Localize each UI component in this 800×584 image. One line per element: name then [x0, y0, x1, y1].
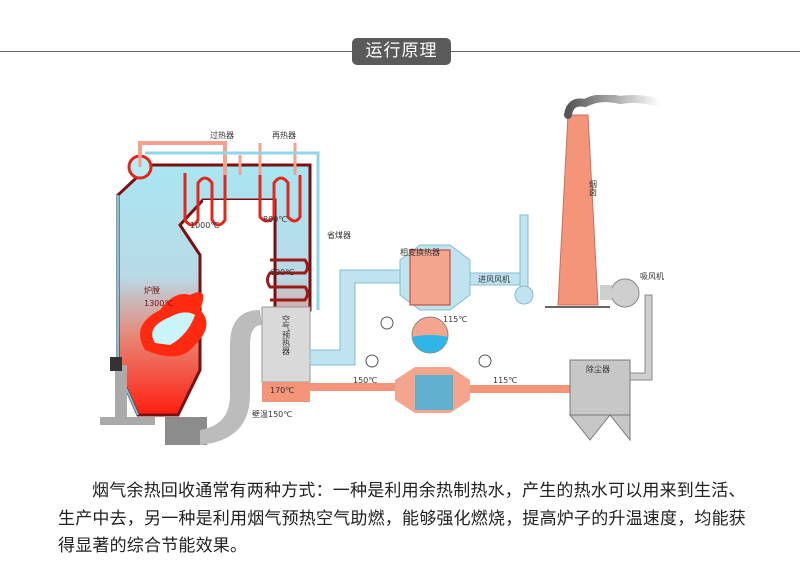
water-return-pipe — [145, 151, 320, 310]
label-wall-temp: 壁温150℃ — [252, 409, 292, 419]
burner-base — [100, 417, 155, 425]
label-furnace-temp: 1300℃ — [144, 299, 173, 308]
economizer-coil — [266, 258, 309, 302]
gray-flue-duct — [200, 310, 262, 445]
inlet-fan-duct — [519, 214, 529, 291]
exhaust-duct — [629, 294, 653, 381]
label-economizer: 省煤器 — [327, 230, 351, 240]
label-induced-fan: 吸风机 — [640, 271, 664, 281]
label-furnace: 炉膛 — [144, 285, 160, 295]
label-superheater: 过热器 — [210, 130, 234, 140]
label-temp-170: 170℃ — [270, 386, 294, 395]
description-paragraph: 烟气余热回收通常有两种方式：一种是利用余热制热水，产生的热水可以用来到生活、生产… — [58, 481, 746, 556]
induced-fan — [610, 278, 640, 308]
label-temp-150: 150℃ — [353, 376, 377, 385]
air-preheater — [261, 306, 311, 383]
label-chimney: 烟囱 — [589, 180, 598, 197]
superheater-pipes — [138, 141, 227, 175]
hot-flue-duct — [310, 383, 415, 391]
smoke — [564, 95, 664, 119]
header-line-left — [0, 51, 352, 52]
inlet-fan — [514, 285, 534, 305]
label-temp-1000: 1000℃ — [190, 221, 219, 230]
pressure-gauge-1 — [380, 316, 394, 330]
label-temp-800: 800℃ — [263, 215, 287, 224]
section-title-badge: 运行原理 — [352, 38, 451, 65]
label-dust-collector: 除尘器 — [586, 364, 610, 374]
dust-collector — [569, 359, 631, 416]
reheater-coil — [258, 175, 302, 223]
burner-stand — [115, 365, 127, 417]
label-temp-115-lower: 115℃ — [493, 376, 517, 385]
label-inlet-fan: 进风风机 — [478, 274, 510, 284]
pressure-gauge-3 — [478, 354, 492, 368]
label-air-preheater: 空气预热器 — [282, 314, 291, 356]
pressure-gauge-2 — [365, 354, 379, 368]
flue-to-dust-collector — [470, 385, 570, 393]
preheater-outlet-band — [262, 382, 310, 402]
flame-core — [152, 312, 195, 345]
label-temp-115-upper: 115℃ — [443, 315, 467, 324]
dust-hoppers — [568, 414, 631, 442]
label-reheater: 再热器 — [272, 130, 296, 140]
burner-motor — [110, 357, 122, 371]
chimney — [557, 114, 599, 306]
label-phase-change-exchanger: 相变换热器 — [400, 247, 440, 257]
label-temp-600: 600℃ — [270, 268, 294, 277]
flue-gas-heat-recovery-diagram: 过热器 再热器 省煤器 炉膛 1300℃ 1000℃ 800℃ 600℃ 170… — [100, 95, 664, 445]
header-line-right — [451, 51, 800, 52]
superheater-coil — [183, 173, 227, 227]
